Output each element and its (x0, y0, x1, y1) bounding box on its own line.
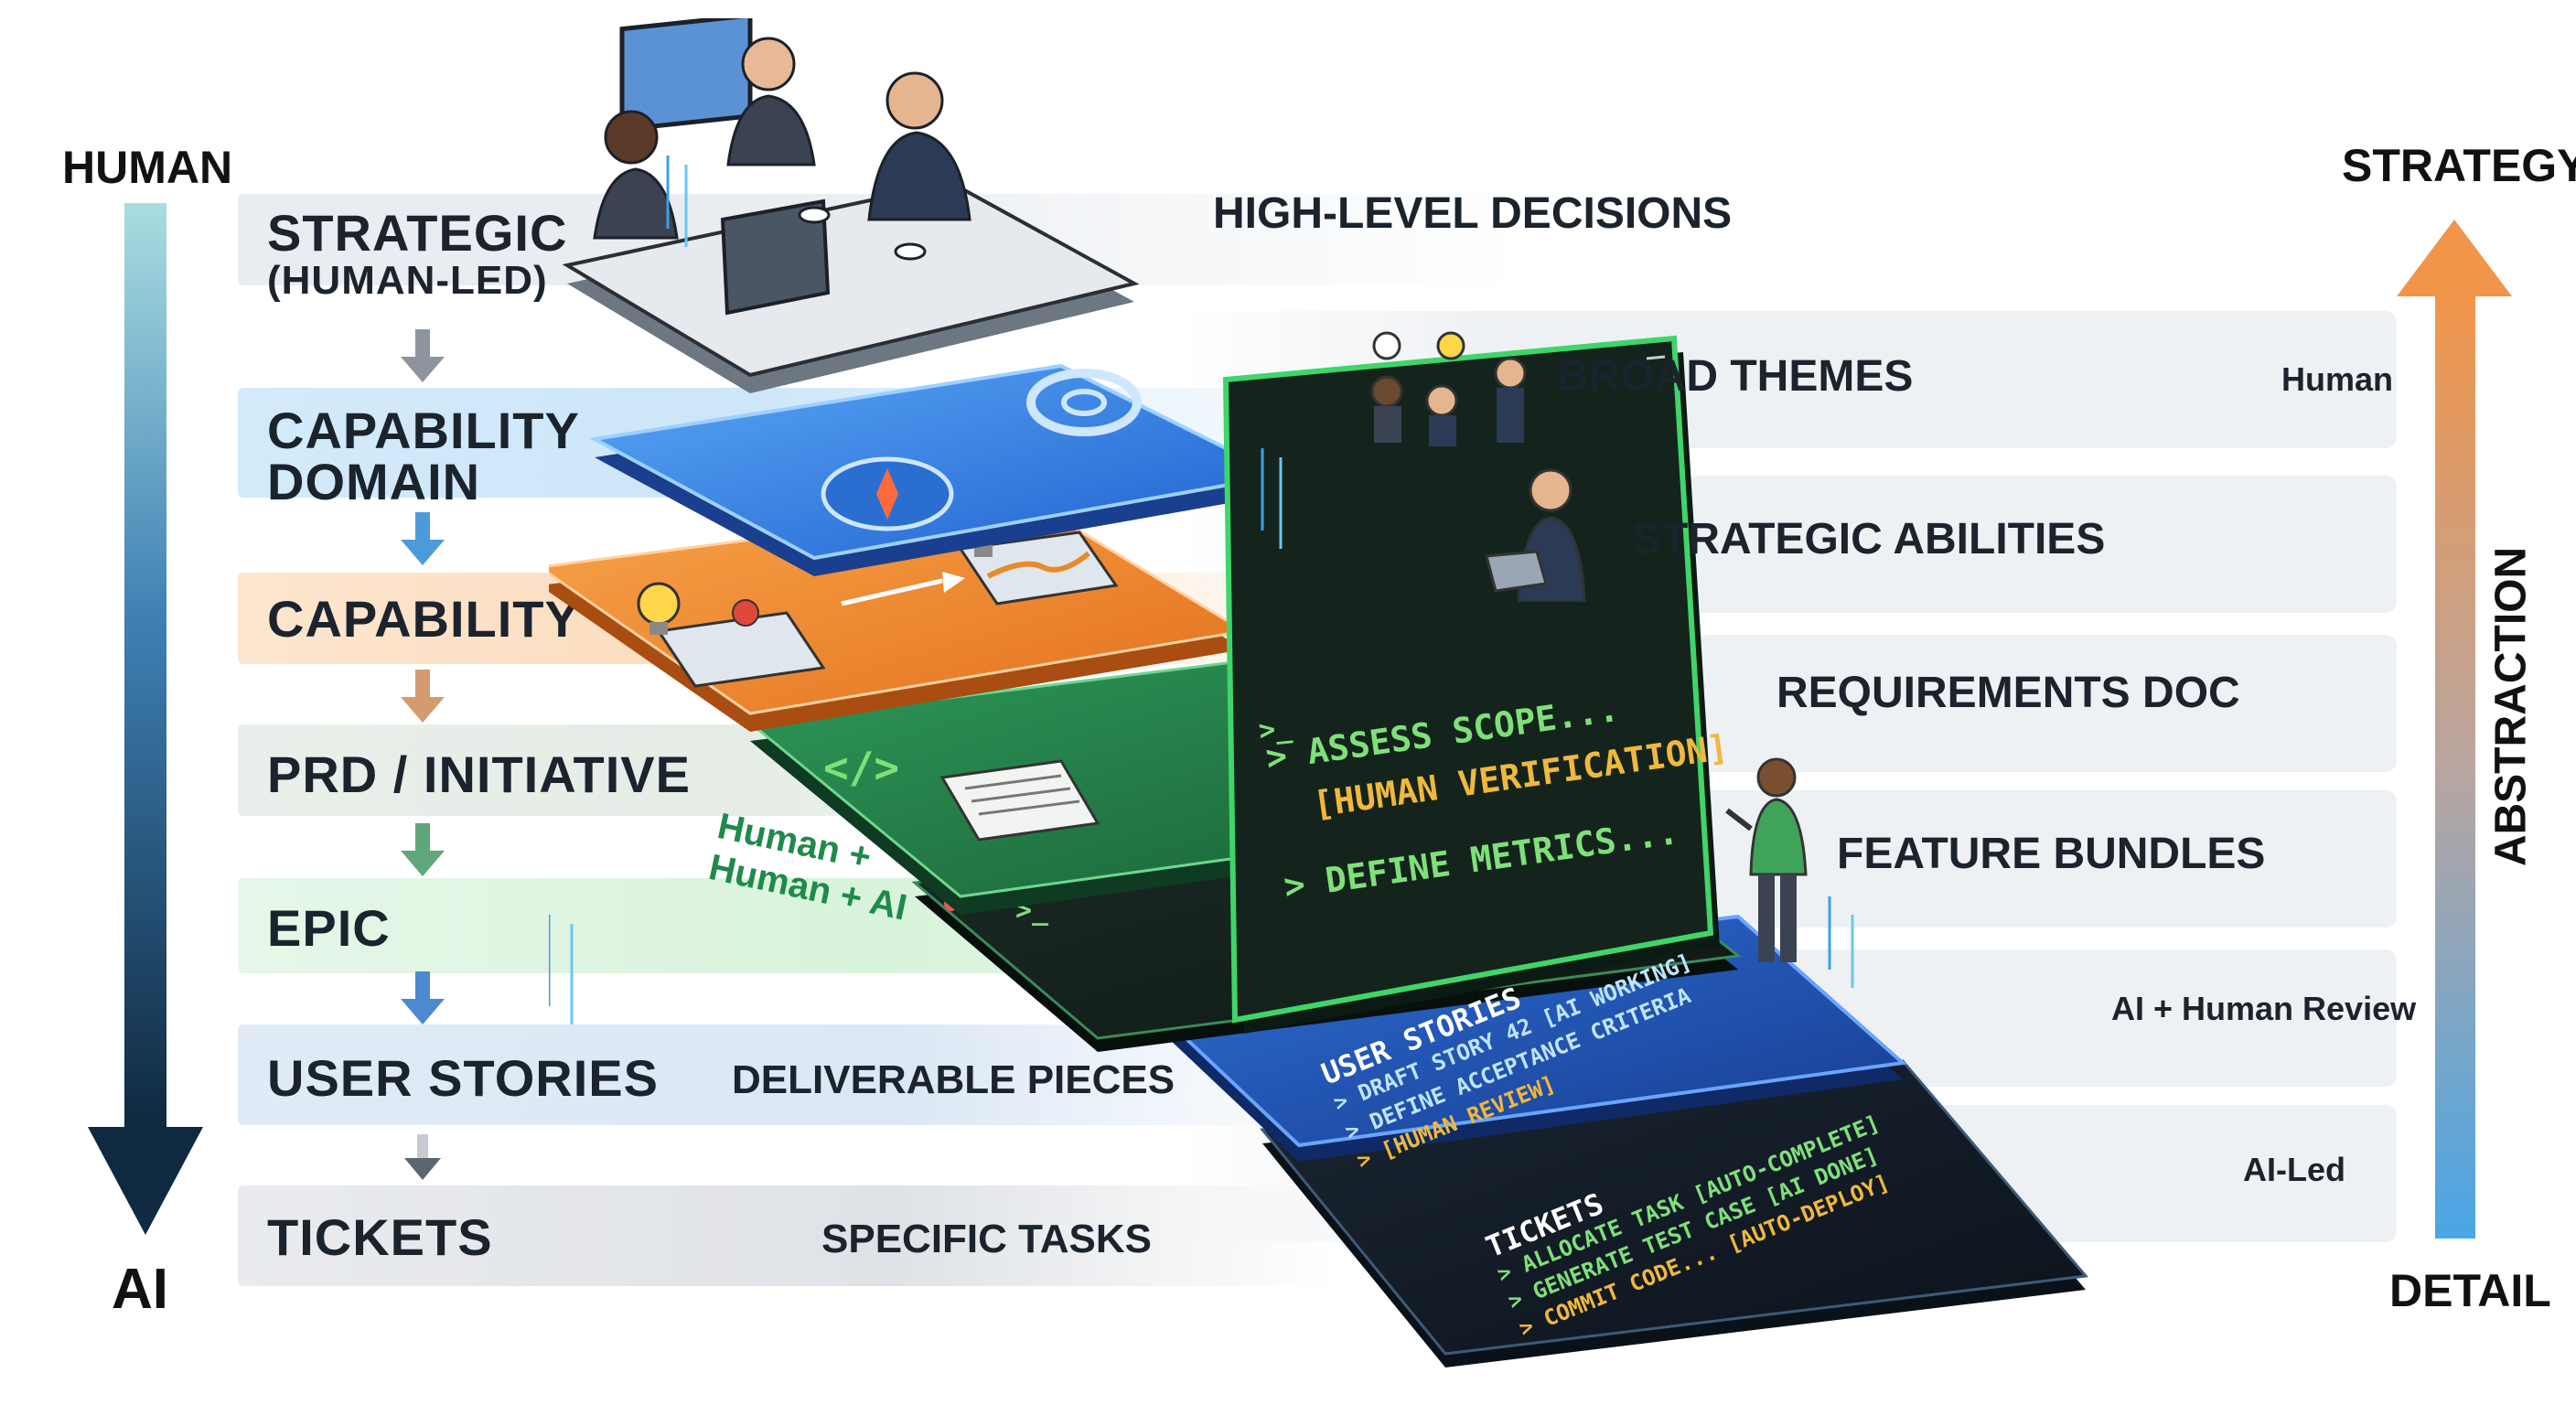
data-lines (549, 156, 1854, 1024)
axis-strategy-label: STRATEGY (2342, 140, 2576, 191)
layer-capability-domain (588, 363, 1287, 576)
desc-specific-tasks: SPECIFIC TASKS (821, 1217, 1153, 1261)
band-tickets (238, 1185, 1336, 1286)
coffee-cup-icon (798, 206, 927, 261)
owner-human: Human (2281, 360, 2394, 398)
meeting-table (562, 18, 1140, 393)
presentation-icon (1370, 331, 1527, 446)
level-prd: PRD / INITIATIVE (267, 745, 691, 803)
down-arrow-3 (401, 670, 445, 723)
desc-feature-bundles: FEATURE BUNDLES (1837, 830, 2266, 878)
level-capability-domain-2: DOMAIN (267, 453, 481, 510)
terminal-prd-window (1222, 335, 1720, 1034)
presenter-person-icon (1725, 757, 1808, 962)
layer-stack: >_ </> (549, 18, 2088, 1367)
level-capability-domain: CAPABILITY (267, 402, 580, 459)
terminal-prd-prompt: >_ (1257, 712, 1293, 747)
lightbulb-icon-1 (637, 582, 681, 635)
ownership-arrow (88, 203, 203, 1235)
gear-icon (1026, 369, 1142, 436)
owner-ai-human-review: AI + Human Review (2111, 990, 2417, 1027)
desc-requirements: REQUIREMENTS DOC (1776, 669, 2240, 717)
desc-strategic-abilities: STRATEGIC ABILITIES (1632, 515, 2106, 563)
axis-ownership-vertical: GRADIENT OF OWNERSHIP (47, 359, 96, 945)
level-user-stories: USER STORIES (267, 1049, 659, 1107)
desc-broad-themes: BROAD THEMES (1557, 352, 1914, 401)
desc-high-level: HIGH-LEVEL DECISIONS (1213, 189, 1733, 238)
person-1 (593, 110, 679, 240)
layer-capability (549, 501, 1249, 732)
document-icon (939, 759, 1100, 842)
axis-ai-label: AI (112, 1258, 168, 1321)
monitor-icon (619, 18, 831, 316)
level-tickets: TICKETS (267, 1208, 493, 1266)
axis-abstraction-vertical: ABSTRACTION (2486, 546, 2536, 867)
roadmap-icon (958, 531, 1119, 606)
abstraction-arrow (2397, 220, 2512, 1239)
down-arrow-5 (401, 971, 445, 1024)
svg-text:</>: </> (823, 743, 899, 792)
down-arrow-2 (401, 512, 445, 565)
progress-arrow (841, 578, 943, 606)
level-strategic-sub: (HUMAN-LED) (267, 258, 548, 303)
compass-icon (821, 456, 954, 531)
down-arrow-6 (404, 1134, 441, 1180)
axis-detail-label: DETAIL (2389, 1265, 2551, 1316)
person-2 (726, 37, 816, 166)
axis-human-label: HUMAN (62, 142, 233, 193)
desc-deliverable-pieces: DELIVERABLE PIECES (732, 1057, 1175, 1102)
level-strategic: STRATEGIC (267, 204, 568, 262)
person-3 (867, 71, 971, 221)
down-arrow-1 (401, 329, 445, 382)
owner-ai-led: AI-Led (2243, 1151, 2345, 1188)
level-epic: EPIC (267, 899, 391, 957)
down-arrow-4 (401, 823, 445, 876)
map-icon (656, 599, 826, 688)
laptop-person-icon (1485, 468, 1586, 602)
level-capability: CAPABILITY (267, 590, 580, 648)
